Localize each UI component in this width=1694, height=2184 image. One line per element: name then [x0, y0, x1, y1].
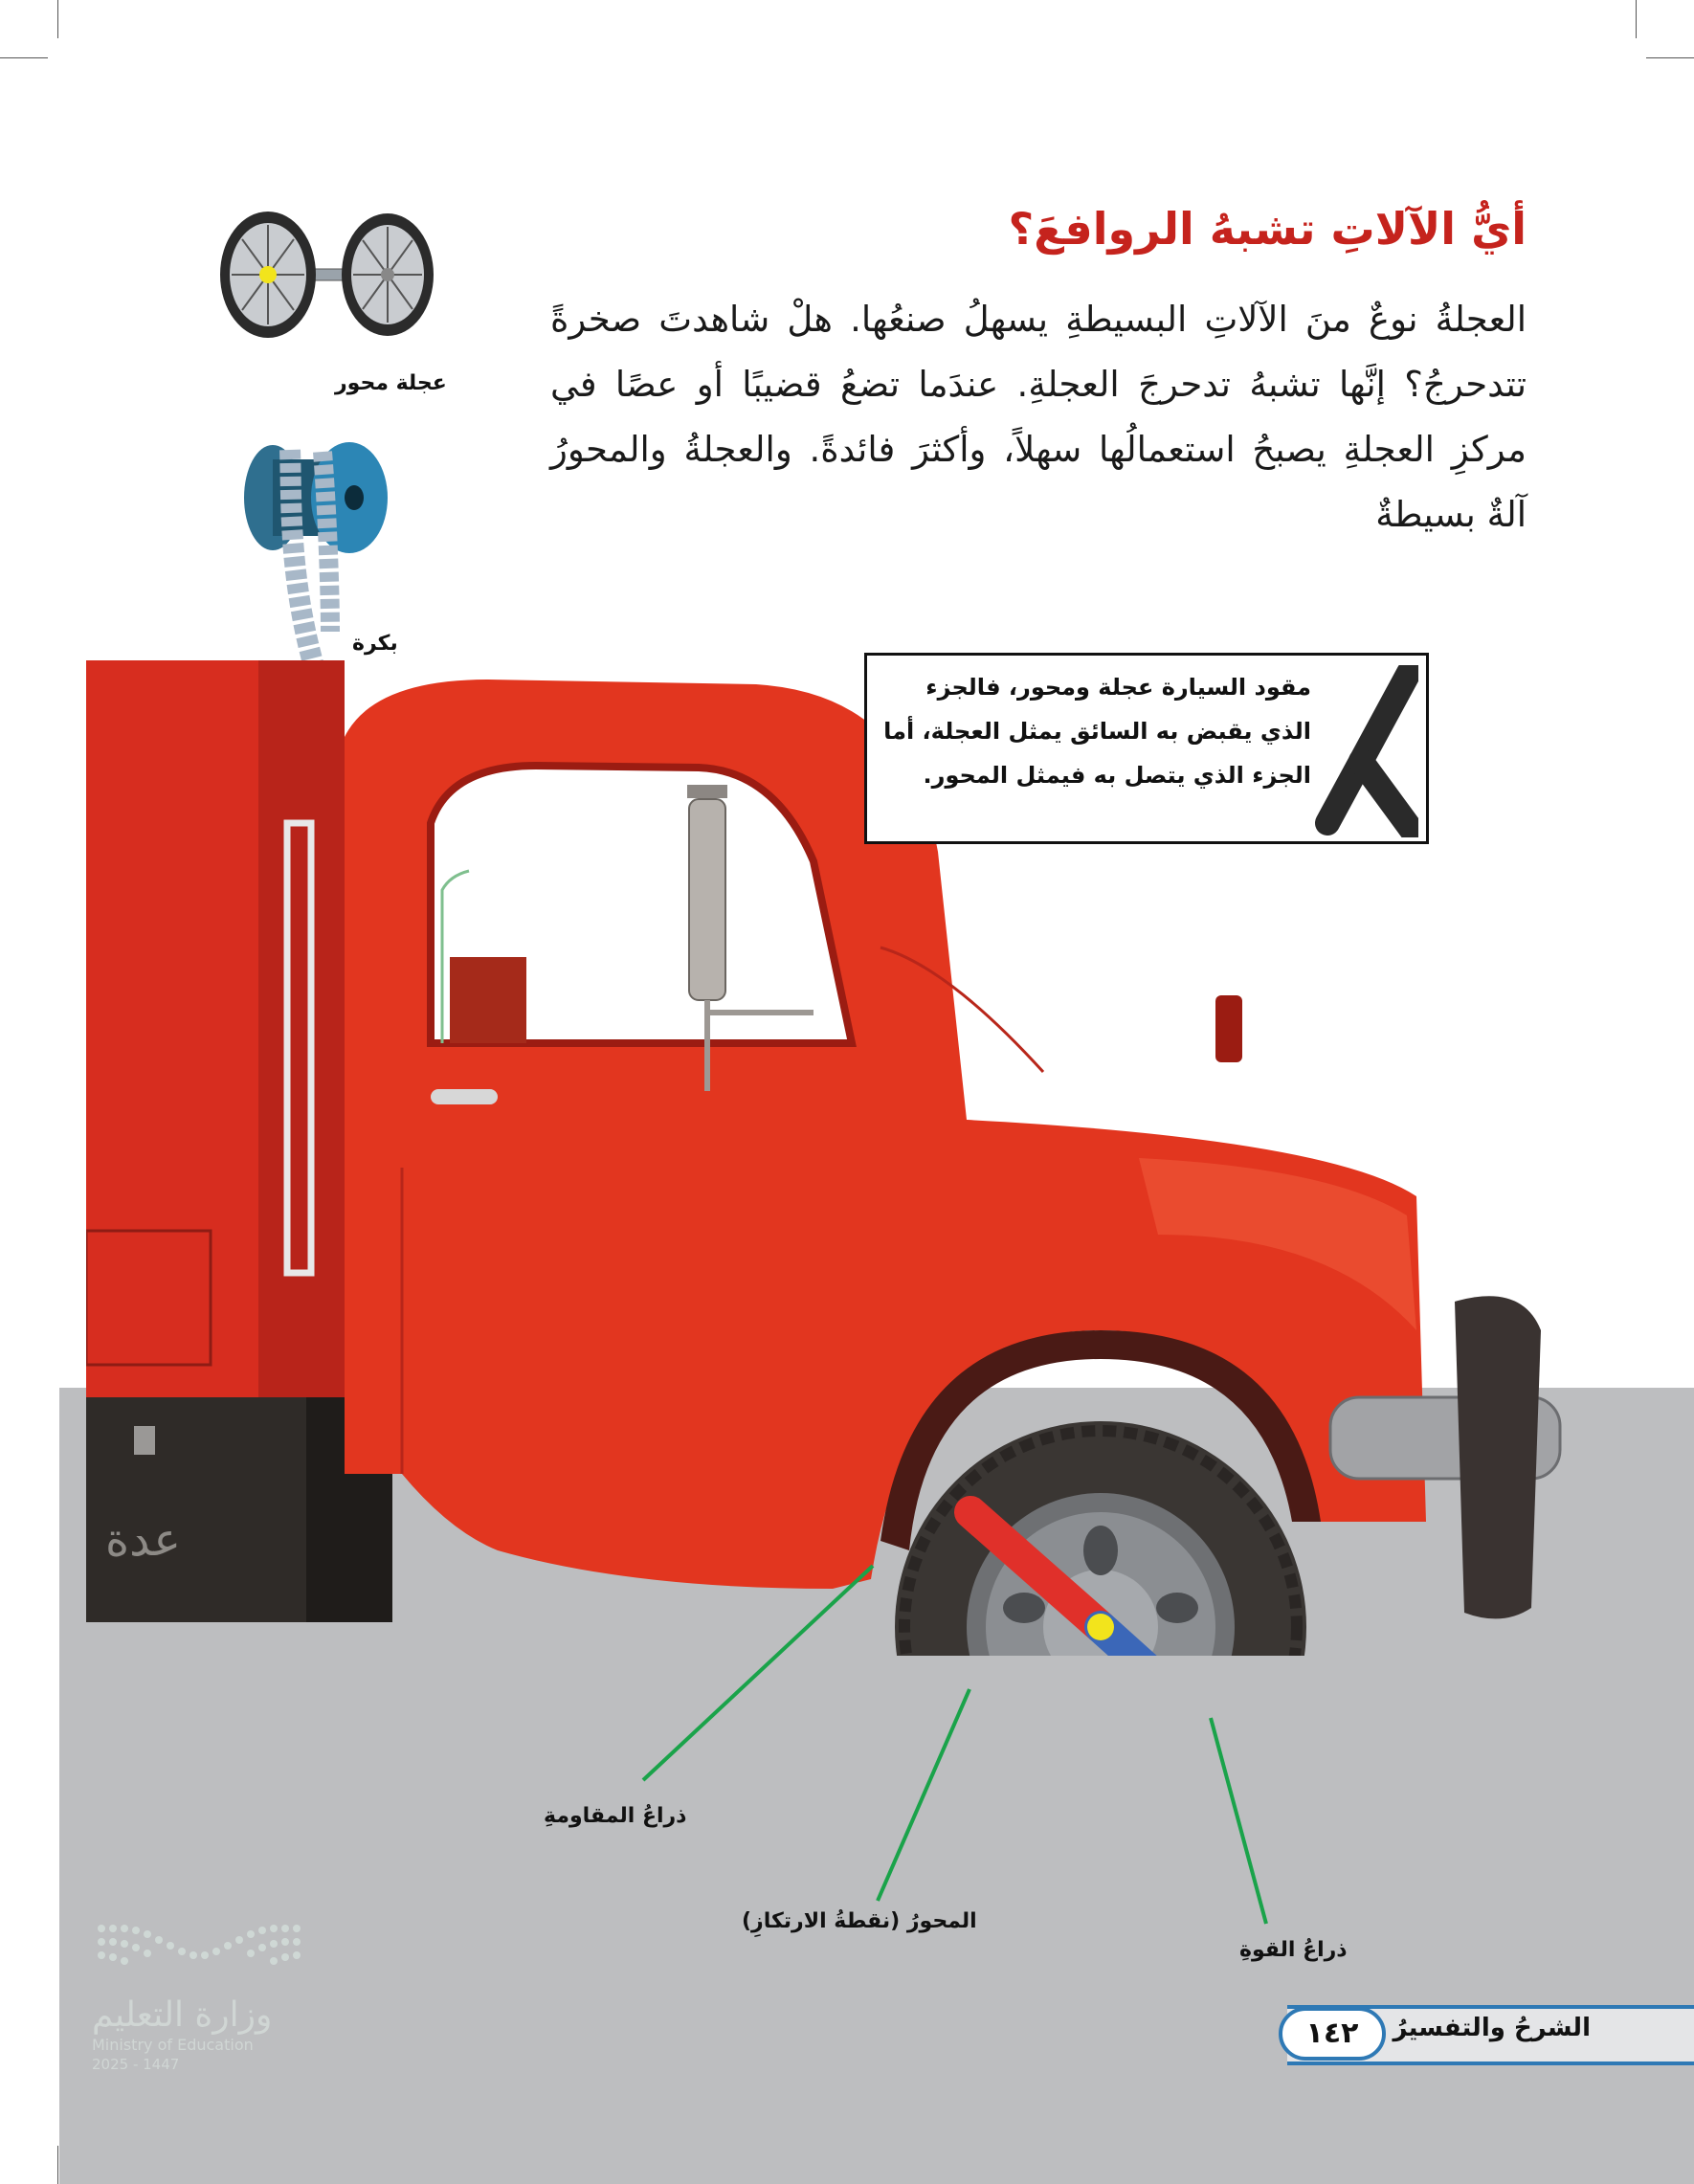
fulcrum-label: المحورُ (نقطةُ الارتكازِ) [742, 1909, 977, 1933]
crop-mark [1636, 0, 1637, 38]
callout-text: مقود السيارة عجلة ومحور، فالجزء الذي يقب… [883, 674, 1311, 789]
pulley-label: بكرة [352, 632, 398, 656]
ministry-logo [98, 1925, 301, 1965]
ministry-name-ar: وزارة التعليم [92, 1995, 273, 2035]
ministry-name-en: Ministry of Education [92, 2036, 254, 2054]
page-number: ١٤٢ [1279, 2007, 1386, 2061]
crop-mark [57, 2146, 58, 2184]
toolbox-text: عدة [105, 1513, 181, 1567]
effort-arm-label: ذراعُ القوةِ [1239, 1938, 1348, 1962]
crop-mark [1646, 57, 1694, 58]
steering-wheel-callout: مقود السيارة عجلة ومحور، فالجزء الذي يقب… [864, 653, 1429, 844]
crop-mark [57, 0, 58, 38]
wheel-axle-label: عجلة محور [335, 371, 447, 395]
intro-paragraph: العجلةُ نوعٌ منَ الآلاتِ البسيطةِ يسهلُ … [550, 299, 1527, 535]
ministry-year: 2025 - 1447 [92, 2056, 180, 2073]
truck-illustration: عدة [86, 660, 1562, 1656]
section-title: أيُّ الآلاتِ تشبهُ الروافعَ؟ [1008, 203, 1527, 255]
steering-wheel-axle-icon [1315, 665, 1418, 837]
wheel-axle-illustration [220, 212, 434, 338]
pulley-illustration [244, 442, 388, 693]
crop-mark [0, 57, 48, 58]
footer-section-title: الشرحُ والتفسيرُ [1393, 2014, 1591, 2042]
resistance-arm-label: ذراعُ المقاومةِ [544, 1804, 687, 1828]
